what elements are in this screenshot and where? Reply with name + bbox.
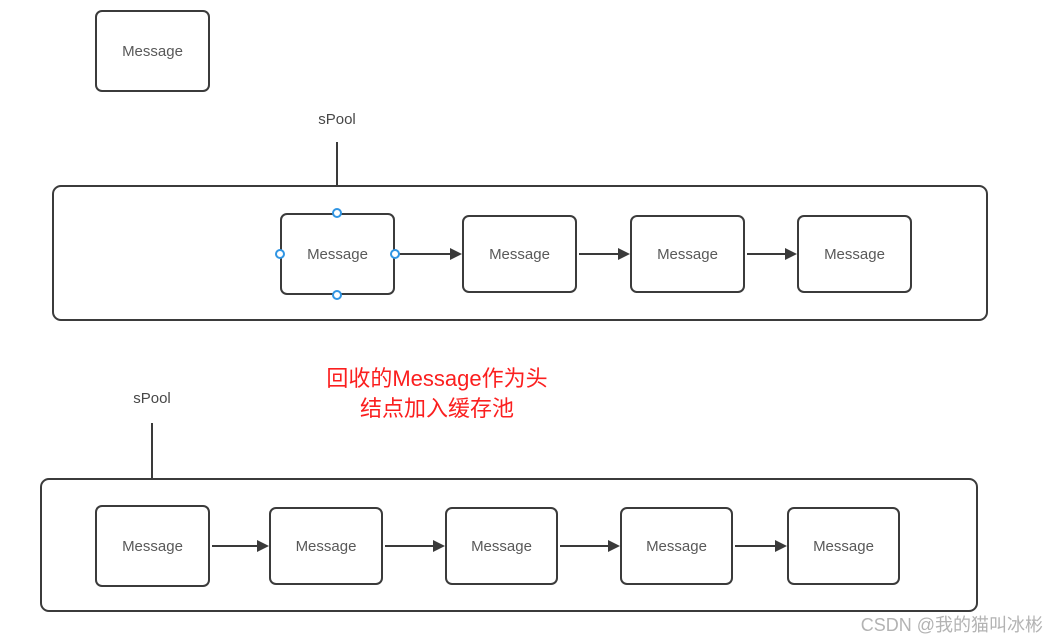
- connection-handle-right[interactable]: [390, 249, 400, 259]
- annotation-line-1: 回收的Message作为头: [326, 366, 548, 391]
- link-arrow-pool1-2[interactable]: [579, 248, 630, 260]
- pool2-node-2[interactable]: Message: [269, 507, 383, 585]
- message-node-label: Message: [646, 537, 707, 555]
- pool1-node-3[interactable]: Message: [630, 215, 745, 293]
- connection-handle-bottom[interactable]: [332, 290, 342, 300]
- link-arrow-pool1-3[interactable]: [747, 248, 797, 260]
- pool1-node-1[interactable]: Message: [280, 213, 395, 295]
- message-node-label: Message: [824, 245, 885, 263]
- pool2-node-4[interactable]: Message: [620, 507, 733, 585]
- message-node-label: Message: [813, 537, 874, 555]
- pool1-node-4[interactable]: Message: [797, 215, 912, 293]
- annotation-line-2: 结点加入缓存池: [359, 396, 514, 421]
- connection-handle-top[interactable]: [332, 208, 342, 218]
- connection-handle-left[interactable]: [275, 249, 285, 259]
- pool2-node-3[interactable]: Message: [445, 507, 558, 585]
- message-node-label: Message: [122, 42, 183, 60]
- link-arrow-pool2-1[interactable]: [212, 540, 269, 552]
- link-arrow-pool1-1[interactable]: [399, 248, 462, 260]
- message-node-label: Message: [295, 537, 357, 555]
- message-node-label: Message: [489, 245, 550, 263]
- message-node-label: Message: [307, 245, 368, 263]
- spool-label-2: sPool: [133, 390, 171, 407]
- link-arrow-pool2-2[interactable]: [385, 540, 445, 552]
- annotation-text: 回收的Message作为头 结点加入缓存池: [287, 364, 587, 424]
- link-arrow-pool2-3[interactable]: [560, 540, 620, 552]
- watermark: CSDN @我的猫叫冰彬: [860, 615, 1043, 635]
- message-node-label: Message: [657, 245, 718, 263]
- pool2-node-5[interactable]: Message: [787, 507, 900, 585]
- pool1-node-2[interactable]: Message: [462, 215, 577, 293]
- message-node-recycled[interactable]: Message: [95, 10, 210, 92]
- link-arrow-pool2-4[interactable]: [735, 540, 787, 552]
- pool2-node-1[interactable]: Message: [95, 505, 210, 587]
- message-node-label: Message: [471, 537, 532, 555]
- spool-label-1: sPool: [318, 111, 356, 128]
- message-node-label: Message: [122, 537, 183, 555]
